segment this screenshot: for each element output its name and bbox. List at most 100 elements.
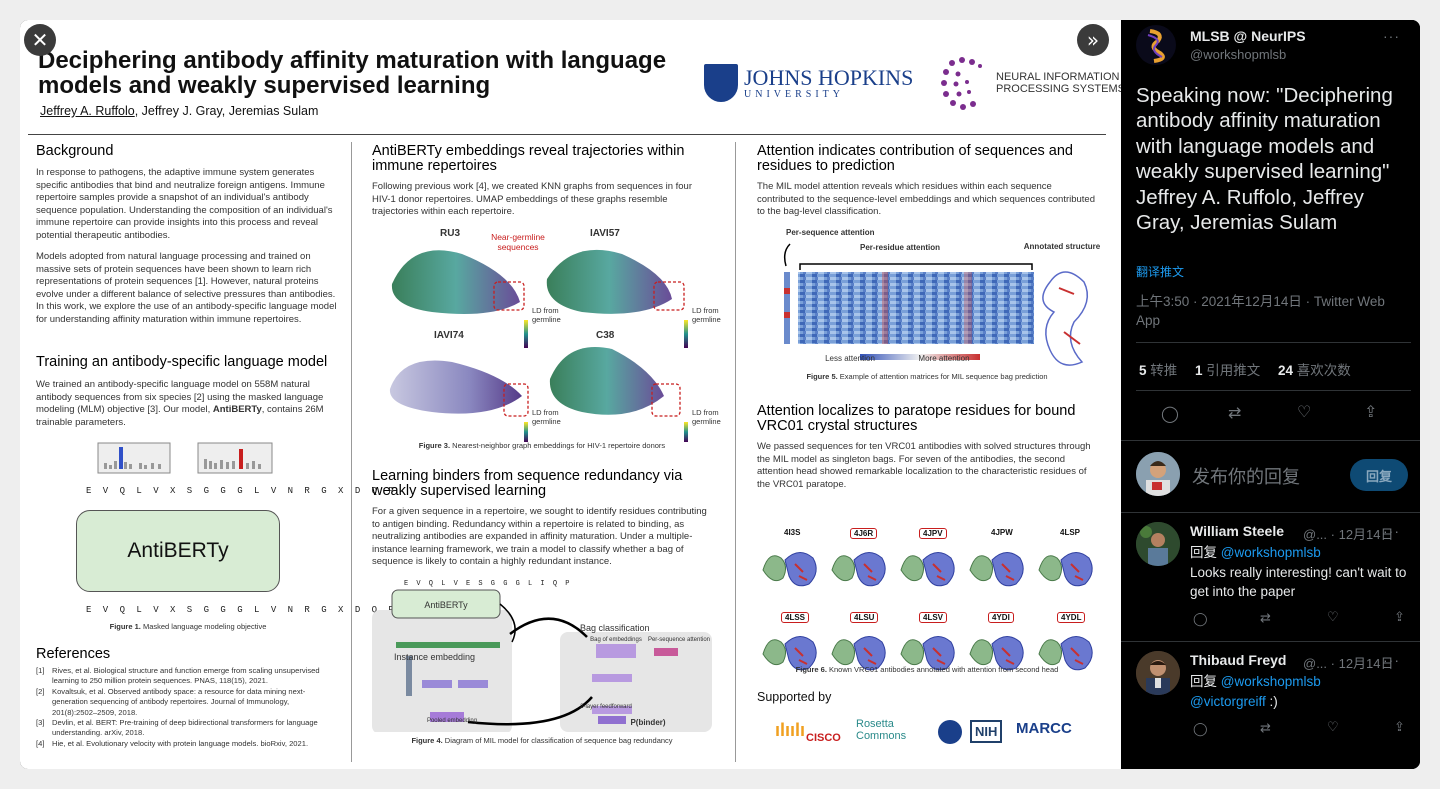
reply-2-author[interactable]: Thibaud Freyd <box>1190 652 1287 668</box>
reply-1-share-icon[interactable]: ⇪ <box>1394 610 1405 625</box>
reply-1-reply-icon[interactable]: ◯ <box>1193 612 1208 627</box>
reply-input[interactable]: 发布你的回复 <box>1192 467 1300 487</box>
thibaud-avatar-icon <box>1136 651 1180 695</box>
reference-text: Hie, et al. Evolutionary velocity with p… <box>52 738 309 748</box>
quotes-label: 引用推文 <box>1206 363 1261 378</box>
reply-2-reply-icon[interactable]: ◯ <box>1193 722 1208 737</box>
structure-label: 4J6R <box>850 528 878 539</box>
likes-stat[interactable]: 24 喜欢次数 <box>1278 359 1351 379</box>
reference-item: [3]Devlin, et al. BERT: Pre-training of … <box>36 718 336 739</box>
localizes-para: We passed sequences for ten VRC01 antibo… <box>757 441 1091 490</box>
background-para-2: Models adopted from natural language pro… <box>36 251 337 325</box>
jhu-logo-university: UNIVERSITY <box>744 88 844 100</box>
structure-image <box>762 636 817 671</box>
tweet-panel: MLSB @ NeurIPS @workshopmlsb ··· Speakin… <box>1121 20 1420 769</box>
reply-2-mention[interactable]: @workshopmlsb <box>1220 674 1321 689</box>
reply-submit-button[interactable]: 回复 <box>1350 459 1408 491</box>
reply-1-retweet-icon[interactable]: ⇄ <box>1260 611 1271 626</box>
reply-1-prefix: 回复 <box>1190 545 1221 560</box>
mlm-prob-bars <box>97 442 273 474</box>
structure-image <box>900 636 955 671</box>
my-avatar[interactable] <box>1136 452 1180 496</box>
neurips-logo-text: NEURAL INFORMATION PROCESSING SYSTEMS <box>996 71 1121 95</box>
structure-label: 4LSV <box>919 612 948 623</box>
mil-sequence: E V Q L V E S G G G L I Q P <box>404 580 572 588</box>
near-germline-label: Near-germline sequences <box>491 232 545 252</box>
column-divider-2 <box>735 142 736 762</box>
reply-2-text: @victorgreiff :) <box>1190 692 1278 711</box>
less-attention-label: Less attention <box>825 354 875 363</box>
poster-title: Deciphering antibody affinity maturation… <box>38 47 667 99</box>
tweet-more-icon[interactable]: ··· <box>1383 28 1400 44</box>
pooled-embedding-label: Pooled embedding <box>426 718 478 724</box>
umap-label-iavi74: IAVI74 <box>434 330 464 341</box>
marcc-logo: MARCC <box>1016 720 1072 737</box>
reply-2-retweet-icon[interactable]: ⇄ <box>1260 721 1271 736</box>
retweets-stat[interactable]: 5 转推 <box>1139 359 1177 379</box>
figure-3-label: Figure 3. <box>418 441 451 450</box>
reply-2-like-icon[interactable]: ♡ <box>1327 720 1339 735</box>
likes-label: 喜欢次数 <box>1296 363 1351 378</box>
structure-image <box>1038 552 1093 587</box>
embeddings-para: Following previous work [4], we created … <box>372 181 692 218</box>
figure-6-text: Known VRC01 antibodies annotated with at… <box>826 665 1059 674</box>
training-text-pre: We trained an antibody-specific language… <box>36 379 324 416</box>
share-icon[interactable]: ⇪ <box>1364 402 1378 421</box>
reference-text: Rives, et al. Biological structure and f… <box>52 666 320 686</box>
reply-1-meta[interactable]: @... · 12月14日 <box>1303 527 1394 542</box>
structure-image <box>969 636 1024 671</box>
reply-2-more-icon[interactable]: ··· <box>1383 652 1400 668</box>
background-para-1: In response to pathogens, the adaptive i… <box>36 167 333 241</box>
reference-number: [1] <box>36 666 45 675</box>
more-attention-label: More attention <box>918 354 970 363</box>
rosetta-commons-logo: Rosetta Commons <box>856 718 907 742</box>
reference-number: [4] <box>36 738 45 748</box>
nsf-logo <box>938 720 962 744</box>
mlsb-avatar[interactable] <box>1136 25 1176 65</box>
structure-label: 4JPV <box>919 528 947 539</box>
like-icon[interactable]: ♡ <box>1297 402 1312 421</box>
per-residue-attention-heading: Per-residue attention <box>859 243 940 252</box>
jhu-logo-name: JOHNS HOPKINS <box>744 64 914 90</box>
translate-tweet-link[interactable]: 翻译推文 <box>1136 265 1185 279</box>
reply-2-share-icon[interactable]: ⇪ <box>1394 720 1405 735</box>
thibaud-freyd-avatar[interactable] <box>1136 651 1180 695</box>
user-avatar-icon <box>1136 452 1180 496</box>
reference-item: [2]Kovaltsuk, et al. Observed antibody s… <box>36 687 336 718</box>
mlsb-logo-icon <box>1147 29 1165 63</box>
reply-2-mention-victor[interactable]: @victorgreiff <box>1190 694 1266 709</box>
tweet-author-name[interactable]: MLSB @ NeurIPS <box>1190 28 1306 44</box>
reply-1-text: Looks really interesting! can't wait to … <box>1190 565 1407 599</box>
poster-authors: Jeffrey A. Ruffolo, Jeffrey J. Gray, Jer… <box>40 104 318 118</box>
reply-1-more-icon[interactable]: ··· <box>1383 523 1400 539</box>
training-para: We trained an antibody-specific language… <box>36 379 340 429</box>
neurips-logo: NEURAL INFORMATION PROCESSING SYSTEMS <box>934 52 1121 114</box>
header-divider <box>28 134 1106 135</box>
neurips-dots-icon <box>941 57 982 110</box>
first-author: Jeffrey A. Ruffolo <box>40 104 135 118</box>
tweet-timestamp[interactable]: 上午3:50 · 2021年12月14日 · Twitter Web App <box>1136 294 1385 328</box>
ld-label-3: LD from germline <box>532 408 561 426</box>
figure-4-label: Figure 4. <box>411 736 443 745</box>
ld-label-4: LD from germline <box>692 408 721 426</box>
reply-1-like-icon[interactable]: ♡ <box>1327 610 1339 625</box>
embeddings-heading: AntiBERTy embeddings reveal trajectories… <box>372 143 685 174</box>
william-steele-avatar[interactable] <box>1136 522 1180 566</box>
background-heading: Background <box>36 143 114 159</box>
reference-number: [3] <box>36 718 45 728</box>
tweet-author-handle[interactable]: @workshopmlsb <box>1190 47 1287 62</box>
reply-1-mention[interactable]: @workshopmlsb <box>1220 545 1321 560</box>
quotes-stat[interactable]: 1 引用推文 <box>1195 359 1260 379</box>
reference-number: [2] <box>36 686 45 696</box>
annotated-structure-heading: Annotated structure <box>1023 242 1101 251</box>
reply-icon[interactable]: ◯ <box>1161 404 1179 423</box>
structure-image <box>831 552 886 587</box>
close-icon[interactable]: ✕ <box>24 24 56 56</box>
retweet-icon[interactable]: ⇄ <box>1228 403 1242 422</box>
reply-2-meta[interactable]: @... · 12月14日 <box>1303 656 1394 671</box>
expand-panel-icon[interactable]: » <box>1077 24 1109 56</box>
reply-2-reply-to: 回复 @workshopmlsb <box>1190 672 1321 691</box>
figure-4-caption: Figure 4. Diagram of MIL model for class… <box>372 736 712 745</box>
reply-1-author[interactable]: William Steele <box>1190 523 1285 539</box>
